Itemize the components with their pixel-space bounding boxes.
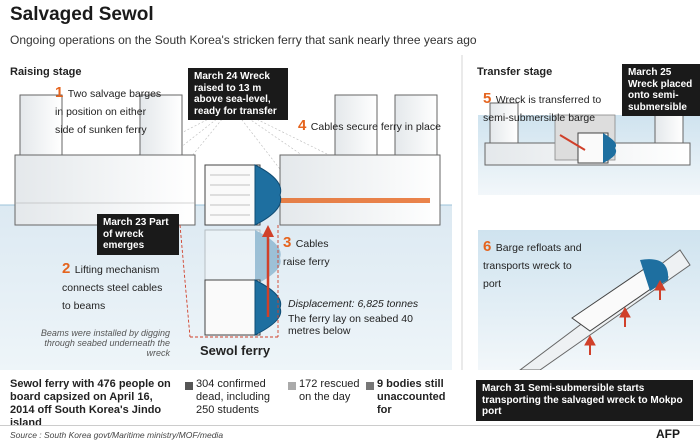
stats-strip: Sewol ferry with 476 people on board cap… (0, 372, 463, 429)
step-6: 6 Barge refloats and transports wreck to… (483, 238, 583, 292)
stat-bullet-dead (185, 382, 193, 390)
stat-missing: 9 bodies still unaccounted for (377, 378, 446, 416)
stat-dead: 304 confirmed dead, including 250 studen… (196, 378, 271, 416)
stat-rescued: 172 rescued on the day (299, 378, 360, 403)
seabed-wreck (204, 279, 282, 336)
beams-note: Beams were installed by digging through … (40, 328, 170, 358)
step-3: 3 Cables raise ferry (283, 234, 343, 270)
stat-bullet-missing (366, 382, 374, 390)
step-4-text: Cables secure ferry in place (310, 121, 441, 133)
raising-stage-heading: Raising stage (10, 66, 82, 78)
afp-logo: AFP (656, 427, 680, 441)
step-5-number: 5 (483, 90, 492, 107)
march-24-callout: March 24 Wreck raised to 13 m above sea-… (188, 68, 288, 120)
seabed-depth-label: The ferry lay on seabed 40 metres below (288, 313, 413, 337)
lift-cables (179, 224, 279, 338)
stat-bullet-rescued (288, 382, 296, 390)
right-barge (279, 94, 441, 226)
step-3-number: 3 (283, 234, 292, 251)
ghost-wreck (204, 229, 281, 286)
march-23-callout: March 23 Part of wreck emerges (97, 214, 179, 255)
refloat-arrows (584, 279, 666, 355)
step-4: 4 Cables secure ferry in place (298, 117, 458, 135)
step-5-text: Wreck is transferred to semi-submersible… (483, 94, 602, 124)
step-3-text: Cables raise ferry (283, 238, 330, 268)
step-4-number: 4 (298, 117, 307, 134)
left-barge (14, 94, 196, 226)
transfer-barge (484, 102, 691, 166)
step-5: 5 Wreck is transferred to semi-submersib… (483, 90, 618, 126)
footer-divider (0, 425, 700, 426)
step-6-text: Barge refloats and transports wreck to p… (483, 242, 582, 290)
step-2-text: Lifting mechanism connects steel cables … (62, 264, 163, 312)
page-subtitle: Ongoing operations on the South Korea's … (10, 33, 477, 47)
step-6-number: 6 (483, 238, 492, 255)
displacement-label: Displacement: 6,825 tonnes (288, 298, 419, 310)
stat-intro: Sewol ferry with 476 people on board cap… (10, 378, 171, 429)
march-25-callout: March 25 Wreck placed onto semi-submersi… (622, 64, 700, 116)
step-1: 1 Two salvage barges in position on eith… (55, 84, 165, 138)
step-2-number: 2 (62, 260, 71, 277)
march-31-callout: March 31 Semi-submersible starts transpo… (476, 380, 693, 421)
raise-arrow (262, 225, 274, 317)
raised-wreck (204, 164, 282, 226)
source-credit: Source : South Korea govt/Maritime minis… (10, 430, 224, 440)
page-title: Salvaged Sewol (10, 4, 154, 25)
step-2: 2 Lifting mechanism connects steel cable… (62, 260, 174, 314)
step-1-number: 1 (55, 84, 64, 101)
illustration (0, 55, 700, 370)
step-1-text: Two salvage barges in position on either… (55, 88, 162, 136)
transfer-stage-heading: Transfer stage (477, 66, 553, 78)
ferry-label: Sewol ferry (200, 343, 271, 358)
